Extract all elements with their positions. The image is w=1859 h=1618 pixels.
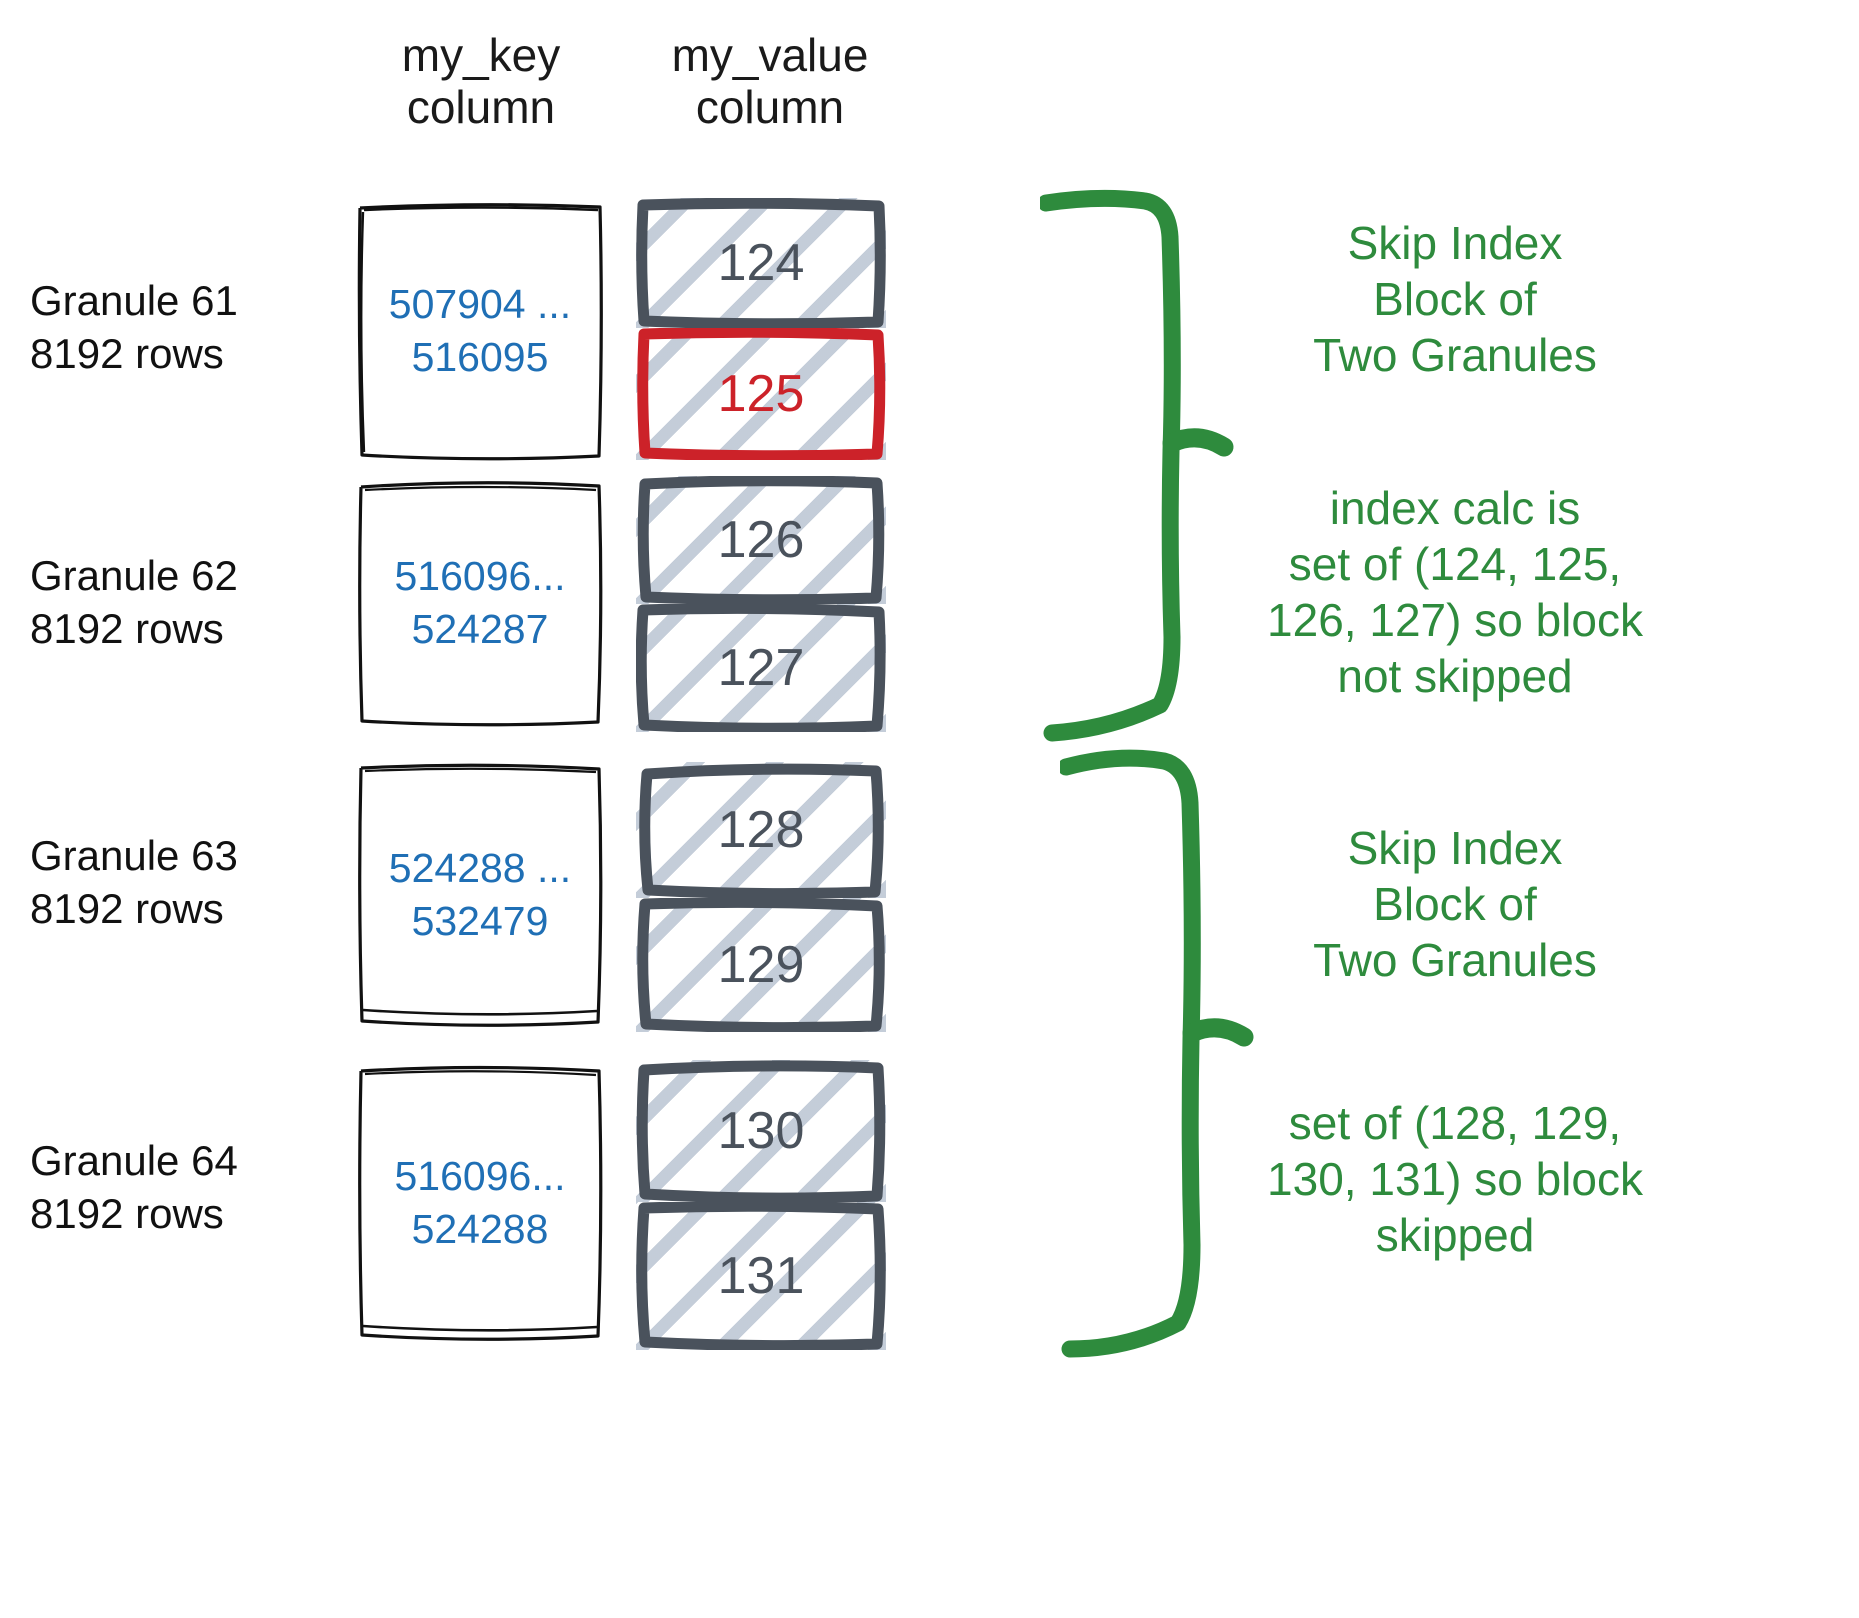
value-label: 129 (717, 936, 805, 994)
value-cell-130: 130 (636, 1060, 886, 1202)
sketch-border-icon (358, 763, 603, 1027)
key-range-granule-61: 507904 ... 516095 (388, 280, 572, 380)
sketch-border-icon (636, 604, 886, 732)
skip-index-brace-bottom-icon (1060, 749, 1254, 1358)
hatch-fill (636, 604, 886, 732)
my-key-column-header: my_key column (401, 29, 561, 133)
key-range-granule-62: 516096... 524287 (394, 552, 566, 652)
value-cell-131: 131 (636, 1202, 886, 1350)
value-cell-129: 129 (636, 898, 886, 1032)
value-label: 126 (717, 511, 805, 569)
sketch-border-icon (636, 1060, 886, 1202)
value-label: 127 (717, 639, 805, 697)
annotation-skip-index-block-top: Skip Index Block of Two Granules (1313, 217, 1597, 382)
value-cell-128: 128 (636, 762, 886, 898)
hatch-fill (636, 328, 886, 460)
value-cell-127: 127 (636, 604, 886, 732)
sketch-border-icon (636, 198, 886, 328)
value-cell-125-highlighted: 125 (636, 328, 886, 460)
granule-label-61: Granule 61 8192 rows (30, 277, 238, 377)
hatch-fill (636, 1202, 886, 1350)
sketch-border-icon (358, 1065, 603, 1341)
value-label: 128 (717, 801, 805, 859)
key-cell-granule-63: 524288 ... 532479 (356, 760, 604, 1030)
my-value-column-header: my_value column (671, 29, 869, 133)
value-cell-124: 124 (636, 198, 886, 328)
hatch-fill (636, 762, 886, 898)
sketch-border-icon (639, 763, 884, 898)
value-label: 130 (717, 1102, 805, 1160)
sketch-border-highlight-icon (637, 328, 886, 460)
key-cell-granule-61: 507904 ... 516095 (356, 200, 604, 462)
value-label: 125 (717, 365, 805, 423)
skip-index-brace-top-icon (1040, 189, 1234, 742)
annotation-index-calc-bottom: set of (128, 129, 130, 131) so block ski… (1267, 1097, 1643, 1262)
granule-label-63: Granule 63 8192 rows (30, 832, 238, 932)
granule-label-64: Granule 64 8192 rows (30, 1137, 238, 1237)
annotation-skip-index-block-bottom: Skip Index Block of Two Granules (1313, 822, 1597, 987)
key-range-granule-64: 516096... 524288 (394, 1152, 566, 1252)
hatch-fill (636, 898, 886, 1032)
sketch-border-icon (358, 481, 603, 727)
annotation-index-calc-top: index calc is set of (124, 125, 126, 127… (1267, 482, 1643, 703)
hatch-fill (636, 1060, 886, 1202)
key-cell-granule-62: 516096... 524287 (356, 478, 604, 728)
hatch-fill (636, 476, 886, 604)
value-cell-126: 126 (636, 476, 886, 604)
value-label: 131 (717, 1247, 805, 1305)
sketch-border-icon (357, 203, 603, 461)
key-range-granule-63: 524288 ... 532479 (388, 844, 572, 944)
sketch-border-icon (637, 898, 885, 1032)
hatch-fill (636, 198, 886, 328)
granule-label-62: Granule 62 8192 rows (30, 552, 238, 652)
sketch-border-icon (637, 476, 885, 604)
key-cell-granule-64: 516096... 524288 (356, 1062, 604, 1344)
sketch-border-icon (636, 1202, 886, 1350)
value-label: 124 (717, 234, 805, 292)
